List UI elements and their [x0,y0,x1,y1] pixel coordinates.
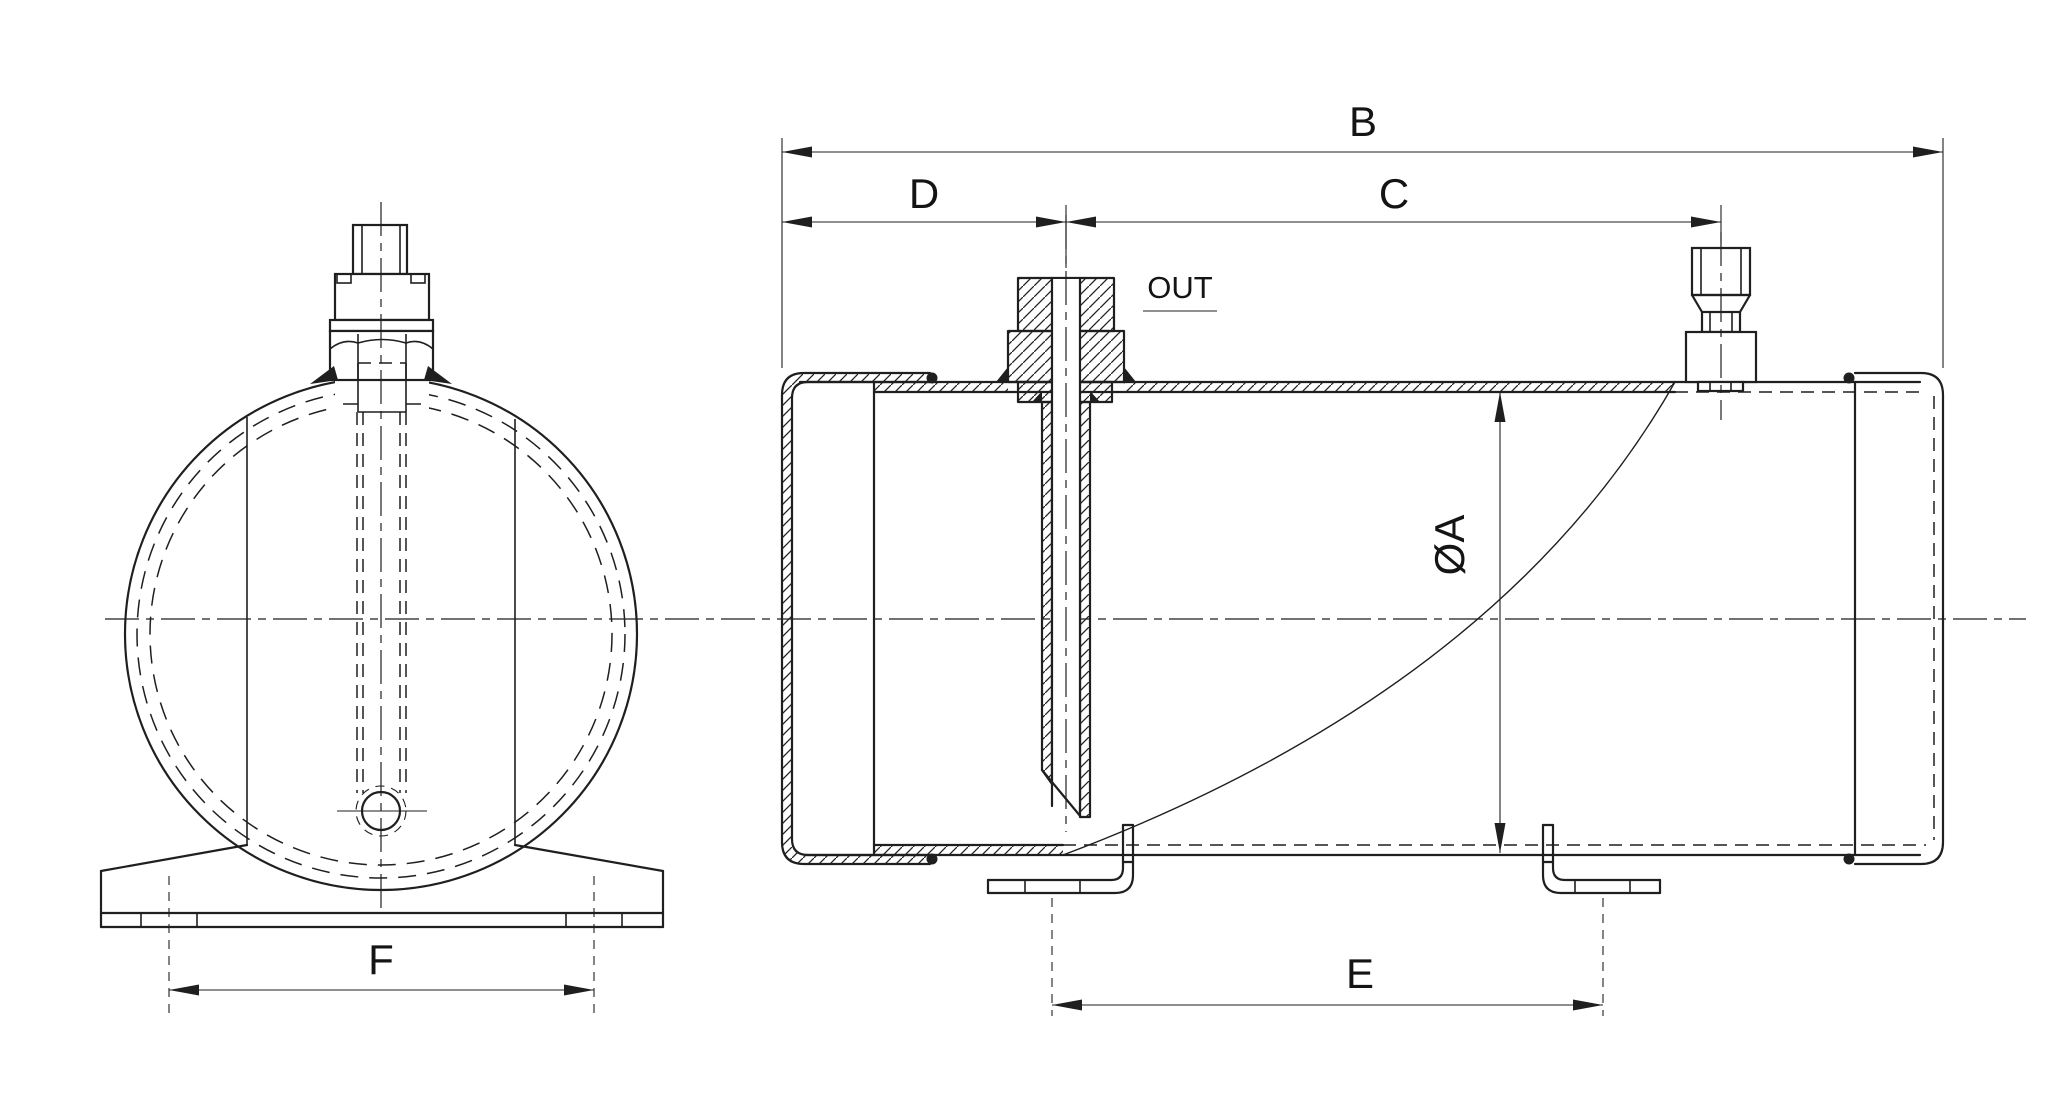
drain-boss [337,785,427,837]
dimension-e: E [1051,898,1604,1016]
fitting-block [333,272,431,322]
out-port-fitting [996,215,1136,832]
weld-bead [926,372,938,384]
saddle-base [99,843,665,929]
dimension-d: D [782,170,1067,268]
dim-label-diameter-a: ØA [1426,515,1473,576]
weld-bead [1843,853,1855,865]
out-port-label: OUT [1147,270,1213,305]
tube-wall-right [1078,400,1092,819]
end-view: F [99,202,665,1014]
weld-mark-right [424,366,452,384]
dimension-c: C [1066,170,1722,242]
dim-label-c: C [1379,170,1409,217]
dim-label-e: E [1346,950,1374,997]
dimension-f: F [168,876,595,1014]
breather-fitting [1684,232,1758,420]
section-break-arc [1062,381,1676,856]
top-wall-hatch-1 [874,382,1008,392]
weld-bead [926,853,938,865]
weld-mark-left [310,366,338,384]
mounting-bracket-left [986,823,1135,895]
top-wall-hatch-2 [1124,382,1675,392]
bottom-wall-hatch [874,845,1063,855]
mounting-bracket-right [1541,823,1662,895]
dimension-b: B [781,98,1944,368]
right-end-cap [1853,371,1945,866]
dim-label-d: D [909,170,939,217]
dim-label-b: B [1349,98,1377,145]
dim-label-f: F [368,936,394,983]
weld-bead [1843,372,1855,384]
tube-wall-left [1040,400,1054,786]
dimension-diameter-a: ØA [1426,392,1506,853]
fitting-stub [351,223,409,276]
hidden-tube-lines [356,412,407,793]
side-view: OUT [780,98,1945,1016]
